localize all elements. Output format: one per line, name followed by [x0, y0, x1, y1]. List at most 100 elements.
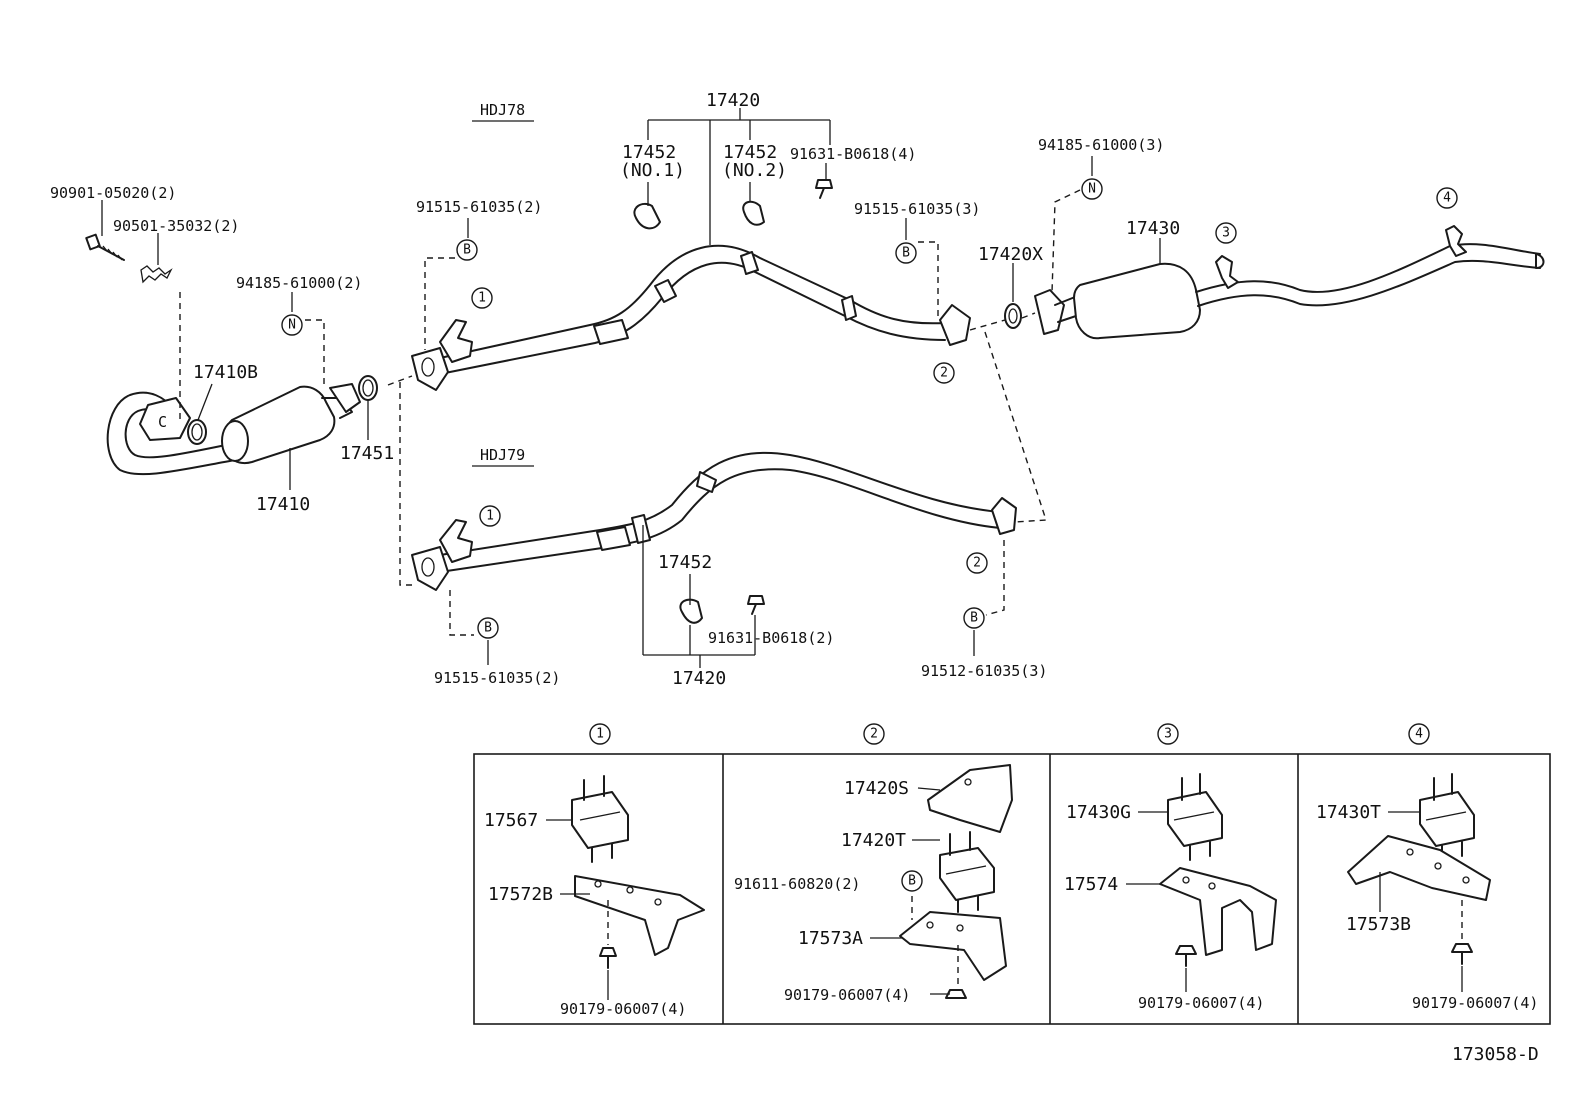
- label-91515-a: 91515-61035(2): [416, 198, 542, 216]
- panel-4-label-17573b: 17573B: [1346, 914, 1411, 935]
- badge-b-bottom-right: B: [963, 607, 985, 629]
- label-94185-left: 94185-61000(2): [236, 274, 362, 292]
- variant-label-hdj78: HDJ78: [472, 101, 534, 122]
- clamp-17452-bottom: [679, 598, 703, 624]
- svg-text:B: B: [970, 611, 978, 626]
- front-pipe-flange: [139, 397, 191, 441]
- label-17452-no2-note: (NO.2): [722, 160, 787, 181]
- panel-3-label-90179: 90179-06007(4): [1138, 994, 1264, 1012]
- svg-text:3: 3: [1164, 727, 1172, 742]
- diagram-id: 173058-D: [1452, 1044, 1539, 1065]
- label-17451: 17451: [340, 443, 394, 464]
- svg-text:B: B: [902, 246, 910, 261]
- label-90901: 90901-05020(2): [50, 184, 176, 202]
- badge-1-bottom: 1: [479, 505, 501, 527]
- svg-text:HDJ79: HDJ79: [480, 446, 525, 464]
- clamp-17452-no2: [742, 200, 765, 226]
- tail-pipe-17430: [1034, 225, 1545, 340]
- panel-2-label-17420s: 17420S: [844, 778, 909, 799]
- label-91515-c: 91515-61035(2): [434, 669, 560, 687]
- detail-panels: [473, 753, 1551, 1025]
- svg-text:B: B: [908, 874, 916, 889]
- label-17420-bottom: 17420: [672, 668, 726, 689]
- badge-n-left: N: [281, 314, 303, 336]
- center-pipe-hdj78: [411, 244, 971, 391]
- badge-b-top-right: B: [895, 242, 917, 264]
- badge-b-bottom-left: B: [477, 617, 499, 639]
- panel-badge-1: 1: [589, 723, 611, 745]
- panel-badge-4: 4: [1408, 723, 1430, 745]
- label-91515-b: 91515-61035(3): [854, 200, 980, 218]
- badge-1-top: 1: [471, 287, 493, 309]
- svg-text:4: 4: [1443, 191, 1451, 206]
- label-91512: 91512-61035(3): [921, 662, 1047, 680]
- gasket-17410b: [187, 419, 207, 445]
- svg-text:B: B: [484, 621, 492, 636]
- svg-text:2: 2: [940, 366, 948, 381]
- svg-text:1: 1: [596, 727, 604, 742]
- panel-1-label-90179: 90179-06007(4): [560, 1000, 686, 1018]
- svg-text:HDJ78: HDJ78: [480, 101, 525, 119]
- center-pipe-hdj79: [411, 451, 1017, 591]
- svg-text:4: 4: [1415, 727, 1423, 742]
- spring-90501: [140, 265, 173, 284]
- badge-2-top: 2: [933, 362, 955, 384]
- svg-text:N: N: [1088, 182, 1096, 197]
- clamp-17452-no1: [633, 202, 661, 230]
- panel-2-label-90179: 90179-06007(4): [784, 986, 910, 1004]
- panel-1-label-17572b: 17572B: [488, 884, 553, 905]
- panel-2-label-91611: 91611-60820(2): [734, 875, 860, 893]
- gasket-17420x: [1004, 303, 1022, 329]
- panel-2-label-17573a: 17573A: [798, 928, 863, 949]
- panel-1-drawing: [546, 775, 705, 1000]
- panel-4-label-17430t: 17430T: [1316, 802, 1381, 823]
- bolt-91631-top: [815, 179, 833, 199]
- badge-b-top-left: B: [456, 239, 478, 261]
- label-17452-no1: 17452: [622, 142, 676, 163]
- label-90501: 90501-35032(2): [113, 217, 239, 235]
- label-17410b: 17410B: [193, 362, 258, 383]
- muffler-17430-body: [1073, 262, 1201, 340]
- panel-2-badge-b: B: [901, 870, 923, 892]
- svg-text:2: 2: [870, 727, 878, 742]
- panel-3-drawing: [1126, 773, 1277, 992]
- panel-badge-2: 2: [863, 723, 885, 745]
- label-17430: 17430: [1126, 218, 1180, 239]
- badge-3-top: 3: [1215, 222, 1237, 244]
- center-pipe-rear-flange: [939, 304, 971, 346]
- center-pipe-front-flange: [411, 347, 449, 391]
- panel-2-label-17420t: 17420T: [841, 830, 906, 851]
- label-94185-right: 94185-61000(3): [1038, 136, 1164, 154]
- bolt-90901: [85, 233, 125, 261]
- label-17420-top: 17420: [706, 90, 760, 111]
- center-pipe-79-front-flange: [411, 546, 449, 591]
- leader-lines: [101, 108, 1161, 668]
- svg-text:N: N: [288, 318, 296, 333]
- bolt-91631-bottom: [747, 595, 765, 615]
- panel-4-label-90179: 90179-06007(4): [1412, 994, 1538, 1012]
- badge-n-right: N: [1081, 178, 1103, 200]
- svg-text:C: C: [158, 413, 167, 431]
- label-17452-bottom: 17452: [658, 552, 712, 573]
- label-17410: 17410: [256, 494, 310, 515]
- svg-text:1: 1: [486, 509, 494, 524]
- front-pipe-17410: C: [106, 375, 378, 476]
- dashed-connectors: [179, 189, 1081, 636]
- center-pipe-79-rear-flange: [991, 497, 1017, 535]
- panel-4-drawing: [1347, 773, 1491, 992]
- svg-text:1: 1: [478, 291, 486, 306]
- label-17452-no2: 17452: [723, 142, 777, 163]
- badge-4-top: 4: [1436, 187, 1458, 209]
- panel-3-label-17574: 17574: [1064, 874, 1118, 895]
- svg-text:3: 3: [1222, 226, 1230, 241]
- svg-text:B: B: [463, 243, 471, 258]
- label-91631-bottom: 91631-B0618(2): [708, 629, 834, 647]
- panel-1-label-17567: 17567: [484, 810, 538, 831]
- panel-3-label-17430g: 17430G: [1066, 802, 1131, 823]
- badge-2-bottom: 2: [966, 552, 988, 574]
- panel-2-drawing: [870, 764, 1013, 999]
- variant-label-hdj79: HDJ79: [472, 446, 534, 467]
- panel-badge-3: 3: [1157, 723, 1179, 745]
- label-17420x: 17420X: [978, 244, 1043, 265]
